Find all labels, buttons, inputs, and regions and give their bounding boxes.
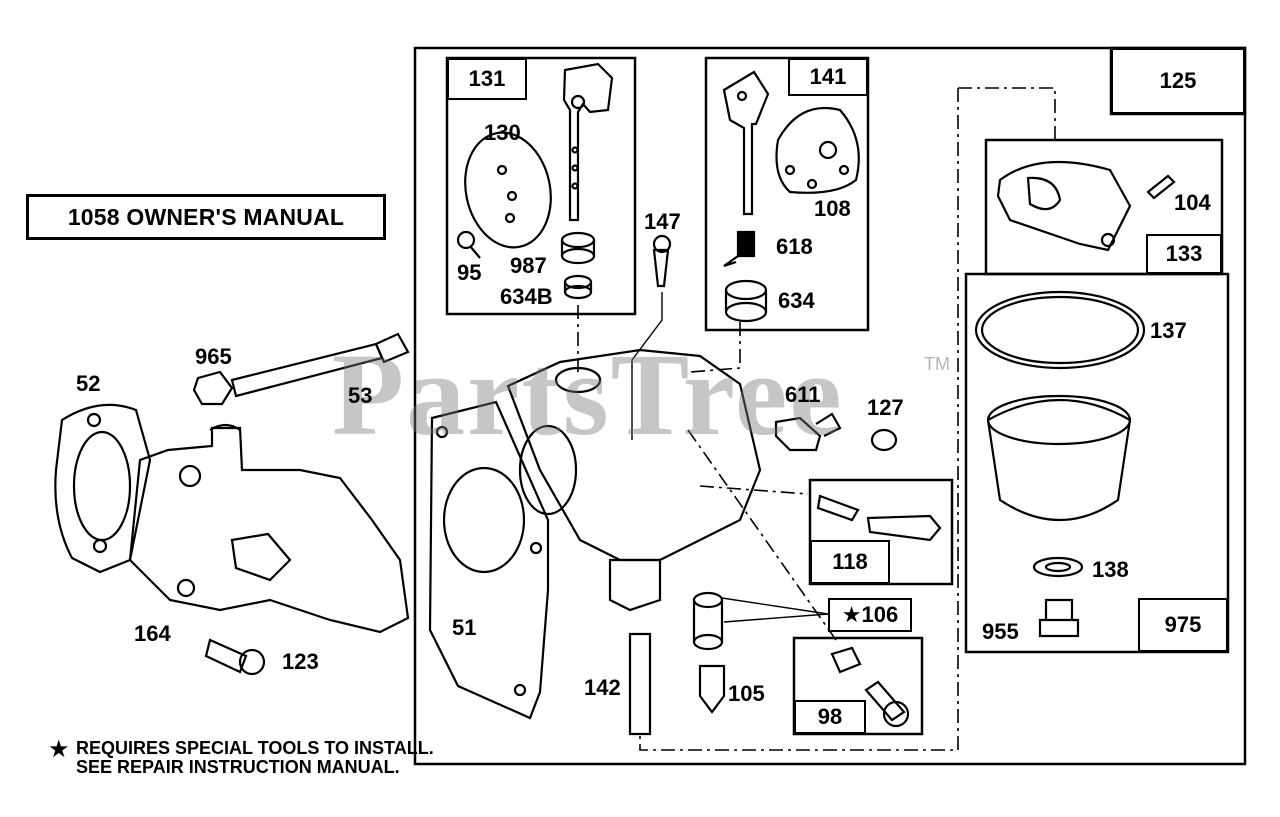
part-label-138[interactable]: 138 [1092, 557, 1129, 582]
part-label-108[interactable]: 108 [814, 196, 851, 221]
star-icon: ★ [48, 736, 70, 763]
part-label-618[interactable]: 618 [776, 234, 813, 259]
part-108-drawing [777, 108, 859, 193]
leader-141 [690, 322, 740, 372]
part-label-634[interactable]: 634 [778, 288, 815, 313]
part-label-137[interactable]: 137 [1150, 318, 1187, 343]
part-label-51[interactable]: 51 [452, 615, 477, 640]
watermark-tm: TM [924, 354, 950, 374]
box-label-98[interactable]: 98 [794, 700, 866, 734]
part-label-105[interactable]: 105 [728, 681, 765, 706]
leader-118 [700, 486, 808, 494]
part-label-53[interactable]: 53 [348, 383, 373, 408]
box-label-118[interactable]: 118 [810, 540, 890, 584]
box-label-133[interactable]: 133 [1146, 234, 1222, 274]
part-141-drawing [724, 72, 768, 214]
part-130-drawing [455, 125, 561, 256]
part-104-drawing [1148, 176, 1174, 198]
part-164-drawing [130, 428, 408, 632]
part-label-142[interactable]: 142 [584, 675, 621, 700]
bowl-drawing [988, 400, 1130, 520]
part-label-147[interactable]: 147 [644, 209, 681, 234]
group-98-frame [794, 638, 922, 734]
watermark: PartsTree [332, 329, 844, 460]
leader-147 [632, 292, 662, 440]
part-label-52[interactable]: 52 [76, 371, 101, 396]
box-label-125[interactable]: 125 [1111, 48, 1245, 114]
part-118-drawing [818, 496, 858, 520]
group-975-frame [966, 274, 1228, 652]
part-label-130[interactable]: 130 [484, 120, 521, 145]
special-tools-note-text: REQUIRES SPECIAL TOOLS TO INSTALL. SEE R… [76, 738, 434, 777]
part-label-634B[interactable]: 634B [500, 284, 553, 309]
part-127-drawing [872, 430, 896, 450]
leader-98 [688, 430, 836, 640]
part-618-drawing [738, 232, 754, 256]
part-label-104[interactable]: 104 [1174, 190, 1211, 215]
part-51-drawing [430, 402, 548, 718]
part-label-123[interactable]: 123 [282, 649, 319, 674]
part-955-drawing [1040, 600, 1078, 636]
carburetor-body-drawing [508, 350, 760, 560]
leader-125 [958, 88, 1055, 140]
part-52-drawing [55, 405, 150, 572]
part-137-drawing [976, 292, 1144, 368]
part-label-164[interactable]: 164 [134, 621, 171, 646]
part-106-drawing [694, 593, 722, 607]
owners-manual-label: 1058 OWNER'S MANUAL [26, 194, 386, 240]
part-123-drawing [206, 640, 246, 672]
group-141-frame [706, 58, 868, 330]
part-label-127[interactable]: 127 [867, 395, 904, 420]
box-label-106[interactable]: ★106 [828, 598, 912, 632]
leader-125-down [640, 88, 958, 750]
leader-106 [724, 614, 828, 622]
part-105-drawing [700, 666, 724, 712]
part-label-965[interactable]: 965 [195, 344, 232, 369]
part-label-95[interactable]: 95 [457, 260, 482, 285]
box-label-131[interactable]: 131 [447, 58, 527, 100]
part-131-drawing [564, 64, 612, 220]
part-965-drawing [194, 372, 232, 404]
leader-106b [722, 598, 828, 614]
part-label-955[interactable]: 955 [982, 619, 1019, 644]
part-label-987[interactable]: 987 [510, 253, 547, 278]
main-frame [415, 48, 1245, 764]
part-98-drawing [832, 648, 860, 672]
part-133-drawing [998, 162, 1130, 250]
box-label-141[interactable]: 141 [788, 58, 868, 96]
part-label-611[interactable]: 611 [785, 382, 821, 407]
part-611-drawing [776, 418, 820, 450]
part-138-drawing [1034, 558, 1082, 576]
group-118-frame [810, 480, 952, 584]
part-142-drawing [630, 634, 650, 734]
special-tools-note: REQUIRES SPECIAL TOOLS TO INSTALL. SEE R… [48, 739, 436, 777]
group-131-frame [447, 58, 635, 314]
box-label-975[interactable]: 975 [1138, 598, 1228, 652]
